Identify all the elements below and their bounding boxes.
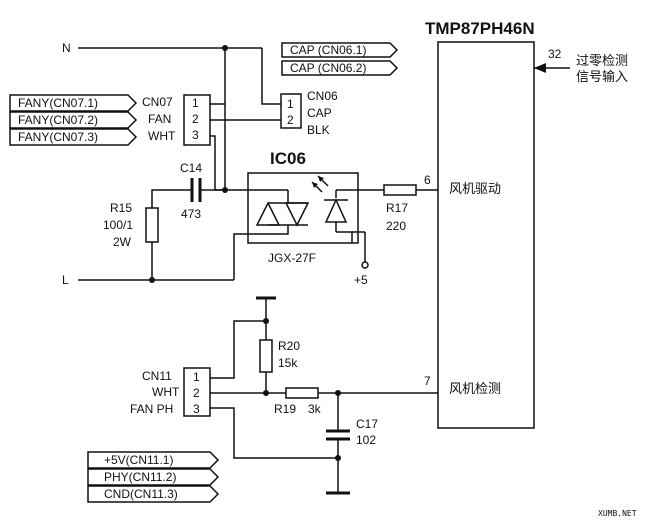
cn07-tag-1 — [9, 94, 138, 112]
cn11-tag-2-text: PHY(CN11.2) — [104, 470, 176, 484]
cn06-connector — [280, 93, 302, 129]
cn07-pin3-number: 3 — [192, 128, 199, 142]
cn07-pin-fan-label: FAN — [148, 112, 171, 126]
ic06-ref: IC06 — [270, 149, 306, 168]
cn11-pin-wht-label: WHT — [152, 385, 180, 399]
cn07-tag-3-text: FANY(CN07.3) — [18, 130, 98, 144]
pin6-number: 6 — [424, 173, 431, 187]
cn07-tag-3 — [9, 128, 138, 146]
plus5-terminal — [361, 261, 369, 269]
cn11-pin3-number: 3 — [193, 402, 200, 416]
c17-ref: C17 — [356, 417, 378, 431]
mcu-part-number: TMP87PH46N — [425, 19, 535, 38]
cn11-pin-fanph-label: FAN PH — [130, 402, 173, 416]
cn11-name: CN11 — [142, 369, 172, 383]
led-icon — [324, 198, 348, 223]
junction-dot — [149, 277, 155, 283]
cn07-tag-2-text: FANY(CN07.2) — [18, 113, 98, 127]
cn06-pin-blk-label: BLK — [307, 123, 330, 137]
pin32-number: 32 — [548, 47, 562, 61]
cn11-tag-3 — [87, 485, 220, 503]
cn06-tag-2 — [281, 60, 399, 76]
cn06-pin2-number: 2 — [287, 113, 294, 127]
triac-bottom-wire — [248, 225, 289, 235]
cn06-pin-cap-label: CAP — [307, 106, 332, 120]
n-line-label: N — [62, 41, 71, 55]
light-arrow-icon — [312, 182, 318, 188]
cn11-connector — [183, 367, 211, 417]
cn06-tag-1 — [281, 42, 399, 58]
plus5-label: +5 — [354, 273, 368, 287]
mcu-block — [437, 41, 535, 429]
c17-value: 102 — [356, 433, 376, 447]
r19-resistor — [285, 387, 319, 399]
r19-ref: R19 — [274, 402, 296, 416]
cn07-name: CN07 — [142, 95, 173, 109]
cn11-pin2-number: 2 — [193, 386, 200, 400]
pin32-arrow-icon — [534, 63, 546, 73]
cn07-tag-1-text: FANY(CN07.1) — [18, 96, 98, 110]
cn07-pin2-number: 2 — [192, 112, 199, 126]
triac-icon — [255, 201, 281, 226]
r17-value: 220 — [386, 219, 406, 233]
pin32-label-line2: 信号输入 — [576, 69, 628, 85]
cn11-pin1-number: 1 — [193, 370, 200, 384]
r20-resistor — [259, 339, 273, 373]
led-anode-wire — [336, 231, 353, 243]
watermark: XUMB.NET — [598, 509, 637, 518]
n-to-cn06-pin1-wire — [261, 48, 281, 105]
cn06-tag-2-text: CAP (CN06.2) — [290, 61, 366, 75]
light-arrow-icon — [318, 176, 324, 182]
r15-ref: R15 — [110, 201, 132, 215]
r15-resistor — [145, 207, 159, 243]
ic06-part: JGX-27F — [268, 251, 316, 265]
r15-top-wire — [151, 189, 192, 208]
r15-value: 100/1 — [103, 218, 133, 232]
pin7-number: 7 — [424, 374, 431, 388]
cn11-pin1-wire — [210, 320, 266, 379]
r20-ref: R20 — [278, 339, 300, 353]
c14-ref: C14 — [180, 161, 202, 175]
cn07-pin-wht-label: WHT — [148, 129, 176, 143]
cn06-pin1-number: 1 — [287, 97, 294, 111]
ic06-package — [247, 172, 359, 244]
r19-value: 3k — [308, 402, 322, 416]
r17-resistor — [383, 184, 417, 196]
cn11-tag-2 — [87, 468, 220, 486]
cn06-tag-1-text: CAP (CN06.1) — [290, 43, 366, 57]
r17-ref: R17 — [386, 201, 408, 215]
cn07-connector — [183, 94, 211, 146]
l-to-triac-wire — [233, 233, 248, 280]
c14-value: 473 — [181, 207, 201, 221]
cn07-tag-2 — [9, 111, 138, 129]
pin6-label: 风机驱动 — [449, 182, 501, 197]
pin7-label: 风机检测 — [449, 382, 501, 397]
cn06-name: CN06 — [307, 89, 338, 103]
l-line-label: L — [62, 273, 69, 287]
cn11-tag-3-text: CND(CN11.3) — [104, 487, 178, 501]
cn11-pin3-wire — [210, 407, 338, 459]
r20-value: 15k — [278, 356, 298, 370]
cn11-tag-1 — [87, 451, 220, 469]
junction-dot — [222, 187, 228, 193]
r15-power: 2W — [113, 235, 132, 249]
triac-icon — [284, 202, 310, 227]
cn07-pin1-number: 1 — [192, 96, 199, 110]
cn07-pin3-wire — [210, 135, 225, 191]
pin32-label-line1: 过零检测 — [576, 54, 628, 69]
cn11-tag-1-text: +5V(CN11.1) — [104, 453, 173, 467]
